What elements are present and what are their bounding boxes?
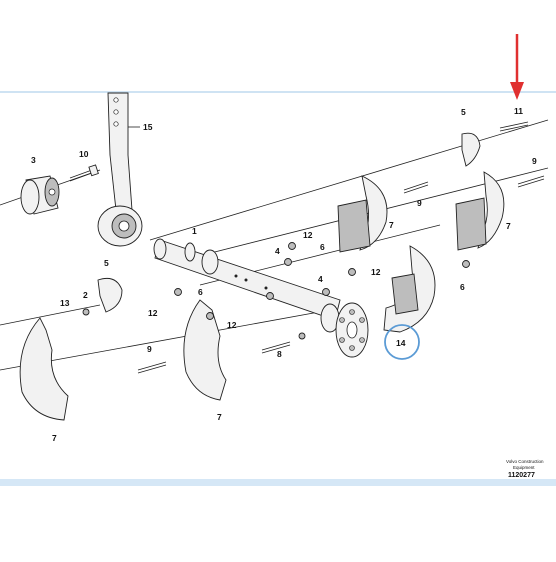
bottom-border-band [0,479,556,486]
part-labels: 15 3 10 5 11 9 9 7 7 1 4 12 6 6 5 4 12 6… [31,106,537,443]
red-arrow-icon [510,34,524,100]
blade-top-middle [337,175,388,253]
label-2: 2 [83,290,88,300]
label-6-left: 6 [198,287,203,297]
bolt-9-right [517,175,545,188]
label-1: 1 [192,226,197,236]
blade-lower-center [183,299,227,401]
label-12-upper: 12 [303,230,313,240]
label-9-right: 9 [532,156,537,166]
label-9-left: 9 [147,344,152,354]
label-7-lower-left: 7 [52,433,57,443]
label-15: 15 [143,122,153,132]
label-13: 13 [60,298,70,308]
main-shaft [153,238,341,333]
label-4-middle: 4 [318,274,323,284]
label-7-lower-center: 7 [217,412,222,422]
label-10: 10 [79,149,89,159]
top-border-line [0,91,556,93]
label-5-top: 5 [461,107,466,117]
label-12-middle: 12 [371,267,381,277]
label-5-left: 5 [104,258,109,268]
label-12-left: 12 [148,308,158,318]
bolt-9-left [137,361,167,374]
label-14: 14 [396,338,406,348]
arm-5-top [461,132,481,167]
label-11: 11 [514,106,523,116]
label-6-right: 6 [460,282,465,292]
bolt-10 [69,164,99,182]
bolt-11 [499,121,529,132]
caption-code: 1120277 [508,472,535,479]
blade-lower-left [19,317,69,421]
label-3: 3 [31,155,36,165]
washers [82,242,470,340]
bolt-9-top [403,181,429,194]
highlight-circle [384,324,420,360]
bearing-housing [97,205,143,247]
caption-line-2: Equipment [513,465,535,470]
label-8: 8 [277,349,282,359]
spacer-cylinder [20,175,60,215]
vertical-arm [107,92,140,211]
blade-top-right [455,171,505,251]
flange-disc [335,302,369,358]
blade-middle-right [383,245,436,333]
caption-line-1: Volvo Construction [506,459,544,464]
arm-5-left [97,277,123,313]
label-9-top: 9 [417,198,422,208]
label-6-upper: 6 [320,242,325,252]
label-4-upper: 4 [275,246,280,256]
label-7-top-right: 7 [506,221,511,231]
label-12-lower: 12 [227,320,237,330]
label-7-top-middle: 7 [389,220,394,230]
caption-block: Volvo Construction Equipment 1120277 [506,459,544,479]
bolt-8 [261,341,291,354]
